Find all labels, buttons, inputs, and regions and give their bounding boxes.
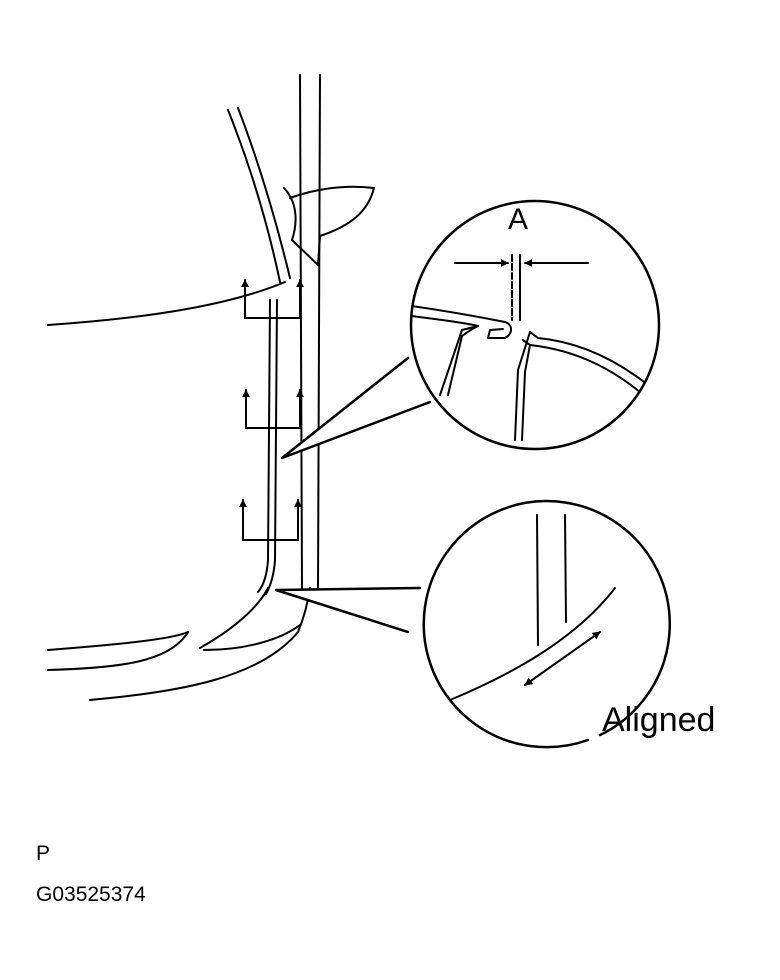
pillar-edge-left [299,74,303,591]
side-mirror [283,185,375,266]
gap-dimension-label: A [508,203,529,236]
pillar-edge-right [317,74,321,591]
lower-fender-inner-2 [203,624,301,651]
windshield-edge-outer [227,109,281,283]
molding-strip [257,299,278,595]
view-code-label: P [36,842,51,865]
figure-id-label: G03525374 [36,883,146,906]
gap-detail-circle [409,199,661,451]
molding-edge-left [257,299,271,593]
alignment-detail-content [449,514,616,701]
windshield-edge-inner [237,107,291,279]
molding-edge-right [265,299,278,595]
lower-body-line-1 [47,631,189,651]
clip-arrows-middle [242,389,304,429]
lower-fender-inner [199,587,269,649]
aligned-label: Aligned [602,701,716,739]
clip-arrows-lower [239,499,302,541]
alignment-detail-callout [274,499,672,749]
alignment-detail-circle [422,499,672,749]
clip-arrows-upper [241,279,304,319]
lower-body-line-2 [47,631,189,671]
alignment-double-arrow [524,631,601,686]
lower-fender-line [89,587,311,701]
callout-pointer-top [280,356,432,460]
upper-body-line [47,281,286,326]
callout-pointer-bottom [274,586,422,634]
